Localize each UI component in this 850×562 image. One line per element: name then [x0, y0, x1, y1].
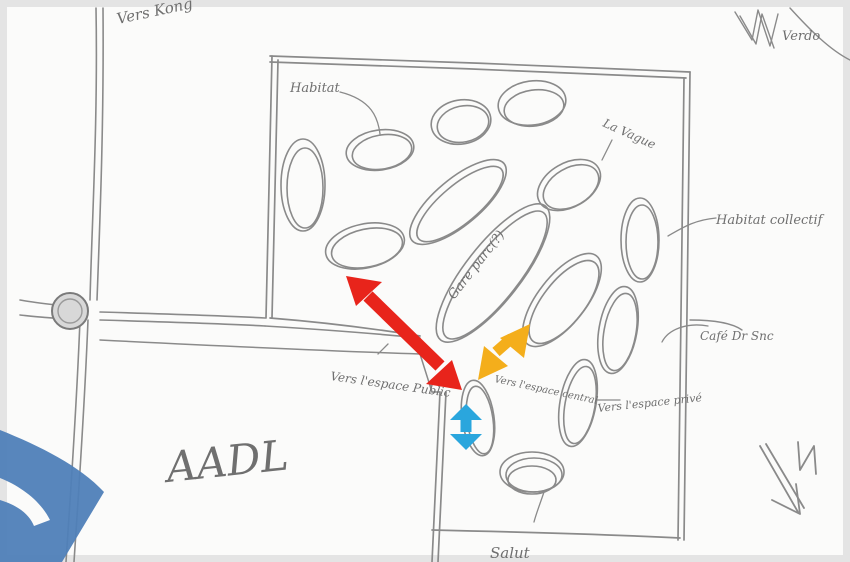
label-aadl: AADL [160, 430, 291, 492]
label-habitat-left: Habitat [289, 81, 341, 96]
label-leaders [340, 92, 716, 522]
label-cafe: Café Dr Snc [700, 329, 774, 343]
blue-curved-band [0, 430, 104, 562]
label-bottom: Salut [490, 544, 531, 562]
label-vers-espace-public: Vers l'espace Public [330, 369, 452, 400]
roundabout [52, 293, 88, 329]
vegetation-hatch [690, 8, 850, 330]
label-top-right: Verdo [782, 29, 820, 44]
blue-double-arrow [450, 404, 482, 450]
north-arrow-icon [760, 442, 816, 514]
label-vers-espace-prive: Vers l'espace privé [597, 391, 703, 415]
label-centre: Gare parc(?) [445, 228, 508, 303]
orange-double-arrow [478, 324, 530, 380]
label-habitat-collectif: Habitat collectif [715, 213, 825, 228]
label-vers-espace-centre: Vers l'espace central [493, 374, 598, 407]
